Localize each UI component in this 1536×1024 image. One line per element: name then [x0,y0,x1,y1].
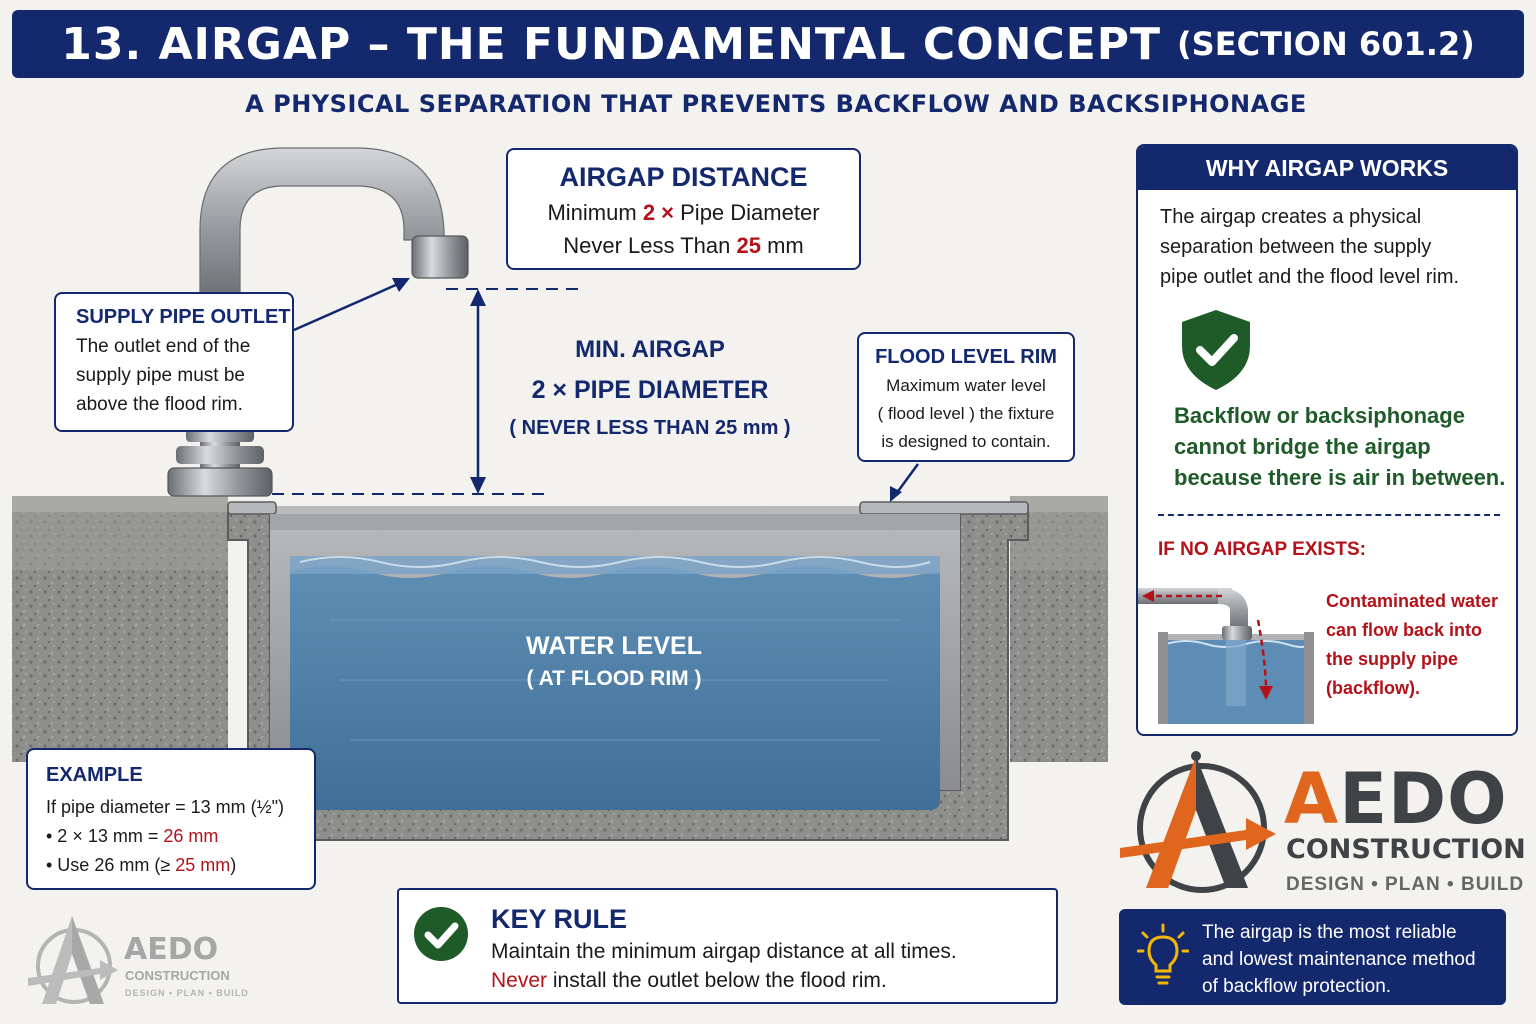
why-airgap-heading: WHY AIRGAP WORKS [1138,146,1516,190]
page-title: 13. AIRGAP – THE FUNDAMENTAL CONCEPT [61,19,1161,70]
divider [1158,514,1500,516]
example-line-1: If pipe diameter = 13 mm (½") [46,793,314,822]
why-airgap-panel: WHY AIRGAP WORKS The airgap creates a ph… [1136,144,1518,736]
page-subtitle: A PHYSICAL SEPARATION THAT PREVENTS BACK… [0,90,1536,118]
flood-rim-box: FLOOD LEVEL RIM Maximum water level ( fl… [857,332,1075,462]
flood-rim-heading: FLOOD LEVEL RIM [859,346,1073,369]
check-circle-icon [413,906,469,962]
key-rule-line-2: Never install the outlet below the flood… [491,969,887,993]
example-heading: EXAMPLE [46,764,314,787]
logo-small-tagline: DESIGN • PLAN • BUILD [125,988,249,998]
example-line-2: • 2 × 13 mm = 26 mm [46,822,314,851]
airgap-distance-heading: AIRGAP DISTANCE [508,162,859,193]
why-airgap-text: The airgap creates a physical separation… [1138,190,1478,292]
logo-subtitle: CONSTRUCTION [1286,834,1526,865]
supply-outlet-text: The outlet end of the supply pipe must b… [76,332,292,419]
example-line-3: • Use 26 mm (≥ 25 mm) [46,851,314,880]
tip-box: The airgap is the most reliable and lowe… [1119,909,1506,1005]
logo-small-name: AEDO [124,932,218,967]
no-airgap-heading: IF NO AIRGAP EXISTS: [1158,539,1366,561]
no-airgap-text: Contaminated water can flow back into th… [1326,587,1516,703]
water-level-label: WATER LEVEL ( AT FLOOD RIM ) [500,632,728,691]
aedo-logo-small-icon [26,910,122,1010]
logo-tagline: DESIGN • PLAN • BUILD [1286,874,1524,896]
why-airgap-conclusion: Backflow or backsiphonage cannot bridge … [1174,400,1514,493]
key-rule-line-1: Maintain the minimum airgap distance at … [491,940,957,964]
logo-small-subtitle: CONSTRUCTION [125,968,230,983]
aedo-logo-icon [1116,748,1286,898]
airgap-distance-line-2: Never Less Than 25 mm [508,233,859,259]
logo-name: AEDO [1284,758,1508,840]
example-box: EXAMPLE If pipe diameter = 13 mm (½") • … [26,748,316,890]
lightbulb-icon [1137,923,1189,989]
section-reference: (SECTION 601.2) [1177,25,1475,63]
airgap-distance-box: AIRGAP DISTANCE Minimum 2 × Pipe Diamete… [506,148,861,270]
flood-rim-text: Maximum water level ( flood level ) the … [859,372,1073,456]
tip-text: The airgap is the most reliable and lowe… [1202,919,1498,1000]
min-airgap-label: MIN. AIRGAP 2 × PIPE DIAMETER ( NEVER LE… [490,336,810,440]
key-rule-heading: KEY RULE [491,904,627,935]
supply-outlet-heading: SUPPLY PIPE OUTLET [76,306,292,329]
supply-outlet-box: SUPPLY PIPE OUTLET The outlet end of the… [54,292,294,432]
airgap-distance-line-1: Minimum 2 × Pipe Diameter [508,200,859,226]
backflow-illustration [1138,574,1318,724]
title-bar: 13. AIRGAP – THE FUNDAMENTAL CONCEPT (SE… [12,10,1524,78]
check-shield-icon [1178,308,1254,392]
key-rule-box: KEY RULE Maintain the minimum airgap dis… [397,888,1058,1004]
